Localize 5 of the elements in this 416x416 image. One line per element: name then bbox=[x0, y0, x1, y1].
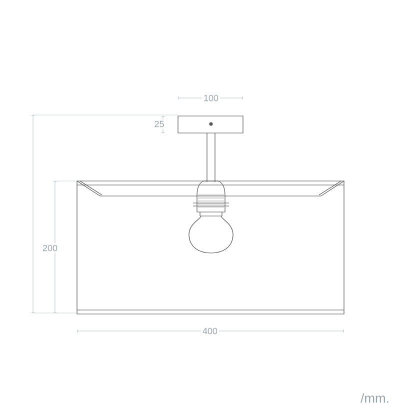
dimension-label: 200 bbox=[41, 243, 59, 253]
dimension-label: 100 bbox=[202, 93, 220, 103]
dimension-label: 400 bbox=[201, 326, 219, 336]
dimension-label: 25 bbox=[152, 119, 166, 129]
unit-label: /mm. bbox=[360, 393, 388, 403]
